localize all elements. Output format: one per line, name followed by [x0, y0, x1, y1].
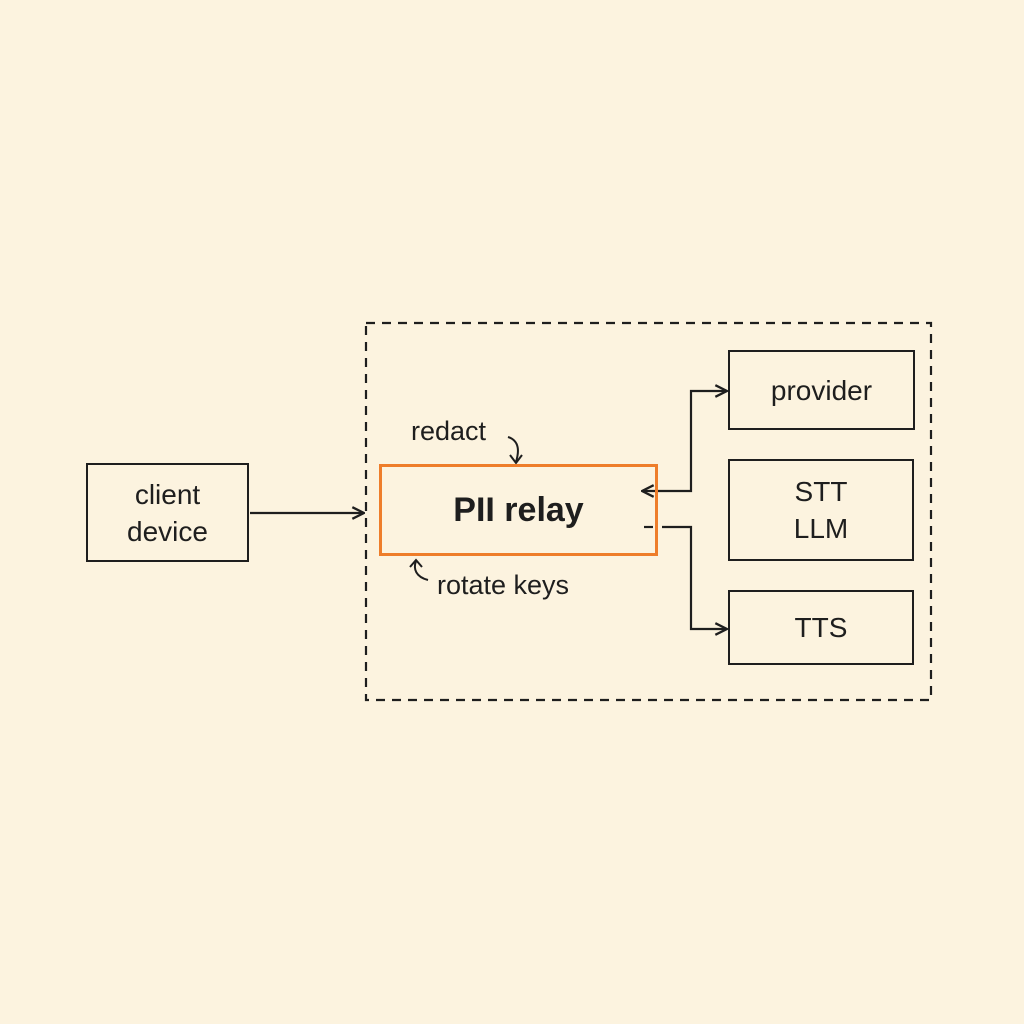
provider-node: provider — [728, 350, 915, 430]
relay-to-provider-arrow — [662, 391, 727, 493]
redact-annotation: redact — [411, 416, 487, 446]
tts-node: TTS — [728, 590, 914, 665]
stt-label: STT — [794, 476, 848, 507]
tts-label: TTS — [794, 612, 848, 643]
pii-relay-label: PII relay — [453, 490, 584, 529]
pii-relay-node: PII relay — [379, 464, 658, 556]
rotate-keys-arrow — [413, 560, 429, 581]
client-device-label-line2: device — [127, 515, 208, 547]
relay-to-tts-arrow — [662, 525, 727, 629]
trust-boundary — [364, 321, 933, 702]
redact-arrow — [507, 436, 519, 463]
client-device-node: client device — [86, 463, 249, 562]
provider-label: provider — [770, 374, 873, 406]
rotate-keys-annotation: rotate keys — [437, 570, 570, 600]
client-device-label-line1: client — [134, 478, 201, 510]
stt-llm-node: STT LLM — [728, 459, 914, 561]
llm-label: LLM — [793, 513, 849, 544]
